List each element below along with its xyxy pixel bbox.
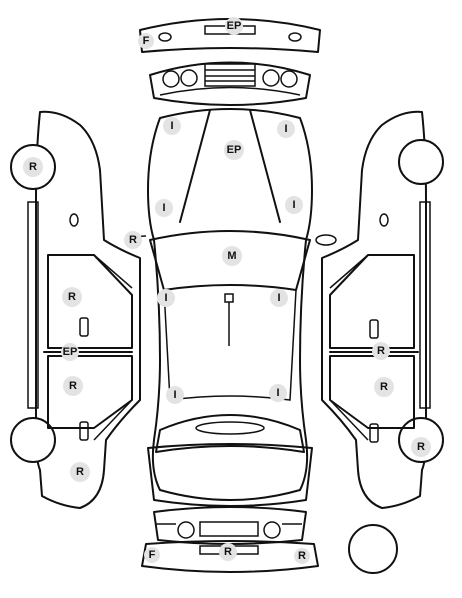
svg-text:R: R bbox=[380, 381, 388, 393]
svg-text:I: I bbox=[284, 123, 287, 135]
marker-rear-right-i[interactable]: I bbox=[269, 384, 287, 402]
marker-hood-ep[interactable]: EP bbox=[224, 140, 244, 160]
svg-text:R: R bbox=[29, 161, 37, 173]
front-fascia[interactable] bbox=[149, 61, 311, 106]
marker-left-mirror-r[interactable]: R bbox=[124, 231, 142, 249]
svg-text:R: R bbox=[417, 441, 425, 453]
marker-front-bumper-ep[interactable]: EP bbox=[225, 17, 243, 35]
svg-text:I: I bbox=[277, 292, 280, 304]
marker-rear-bumper-right-r[interactable]: R bbox=[294, 548, 310, 564]
left-side-view[interactable] bbox=[10, 110, 141, 509]
marker-right-rear-wheel-r[interactable]: R bbox=[411, 437, 431, 457]
svg-text:I: I bbox=[170, 120, 173, 132]
marker-rear-bumper-f[interactable]: F bbox=[144, 547, 160, 563]
svg-text:R: R bbox=[224, 546, 232, 558]
svg-text:R: R bbox=[298, 550, 306, 562]
svg-text:R: R bbox=[377, 345, 385, 357]
marker-left-front-door-r[interactable]: R bbox=[62, 287, 82, 307]
marker-rear-left-i[interactable]: I bbox=[166, 386, 184, 404]
marker-right-sill-r[interactable]: R bbox=[372, 342, 390, 360]
marker-right-rear-door-r[interactable]: R bbox=[374, 377, 394, 397]
svg-text:EP: EP bbox=[227, 144, 242, 156]
marker-front-bumper-f[interactable]: F bbox=[138, 33, 154, 49]
marker-left-front-wheel-r[interactable]: R bbox=[23, 157, 43, 177]
svg-text:R: R bbox=[129, 234, 137, 246]
marker-roof-left-i[interactable]: I bbox=[157, 289, 175, 307]
marker-hood-lower-right-i[interactable]: I bbox=[285, 196, 303, 214]
svg-text:M: M bbox=[227, 250, 236, 262]
marker-roof-right-i[interactable]: I bbox=[270, 289, 288, 307]
svg-text:I: I bbox=[164, 292, 167, 304]
rear-fascia[interactable] bbox=[153, 506, 307, 545]
svg-text:R: R bbox=[68, 291, 76, 303]
marker-left-sill-ep[interactable]: EP bbox=[61, 343, 79, 361]
svg-text:EP: EP bbox=[63, 346, 78, 358]
marker-left-rear-door-r[interactable]: R bbox=[63, 376, 83, 396]
marker-hood-right-i[interactable]: I bbox=[277, 120, 295, 138]
svg-text:I: I bbox=[292, 199, 295, 211]
svg-text:I: I bbox=[276, 387, 279, 399]
svg-text:R: R bbox=[76, 466, 84, 478]
marker-left-rear-quarter-r[interactable]: R bbox=[70, 462, 90, 482]
marker-rear-bumper-center-r[interactable]: R bbox=[219, 543, 237, 561]
svg-text:R: R bbox=[69, 380, 77, 392]
svg-text:EP: EP bbox=[227, 20, 242, 32]
svg-text:I: I bbox=[162, 202, 165, 214]
marker-hood-lower-left-i[interactable]: I bbox=[155, 199, 173, 217]
spare-wheel[interactable] bbox=[348, 524, 398, 574]
marker-hood-left-i[interactable]: I bbox=[163, 117, 181, 135]
svg-text:F: F bbox=[149, 549, 156, 561]
svg-text:I: I bbox=[173, 389, 176, 401]
marker-windshield-m[interactable]: M bbox=[222, 246, 242, 266]
svg-text:F: F bbox=[143, 35, 150, 47]
car-body-top[interactable] bbox=[131, 108, 337, 507]
